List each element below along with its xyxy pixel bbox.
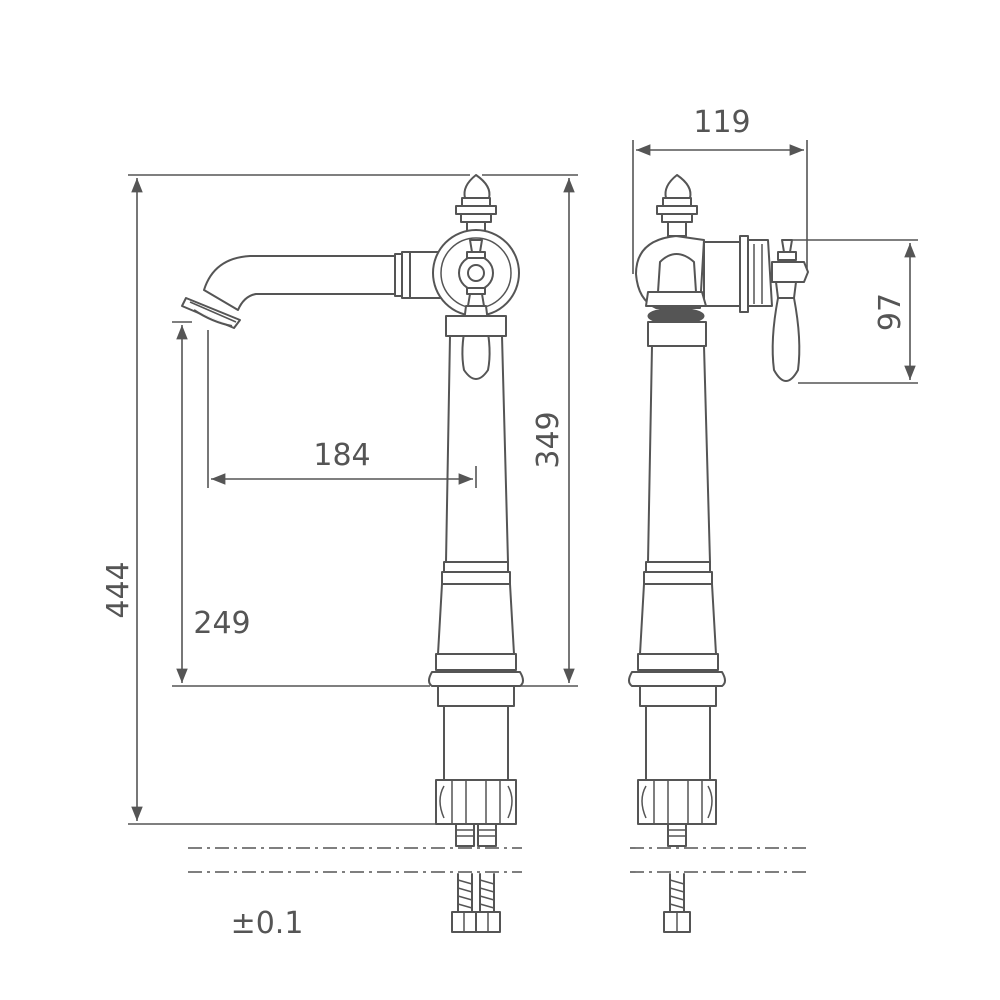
label-body-height: 349 [531, 411, 566, 468]
side-lever-handle [771, 239, 809, 382]
front-body-column [428, 315, 524, 781]
label-spout-height: 249 [193, 606, 250, 641]
front-countertop-lines [188, 847, 522, 873]
dimension-body-height [482, 174, 578, 687]
dimension-total-height [128, 174, 470, 825]
label-tolerance: ±0.1 [231, 906, 304, 941]
dimension-side-width [632, 140, 808, 274]
label-handle-height: 97 [873, 293, 908, 331]
front-finial [455, 174, 497, 237]
front-spout [181, 251, 441, 329]
side-supply-hose [663, 823, 691, 933]
dimension-spout-height [172, 321, 430, 687]
front-supply-hoses [451, 823, 501, 933]
label-total-height: 444 [101, 561, 136, 618]
dimension-spout-reach [207, 330, 477, 488]
front-valve-body [432, 229, 520, 317]
side-body-column [628, 321, 726, 781]
dimension-handle-height [790, 239, 918, 384]
side-countertop-lines [630, 847, 806, 873]
side-mounting-nut [637, 779, 717, 825]
label-side-width: 119 [693, 105, 750, 140]
side-valve-body [635, 235, 773, 325]
side-view [628, 140, 918, 933]
front-view [128, 174, 578, 933]
front-mounting-nut [435, 779, 517, 825]
side-finial [656, 174, 698, 237]
label-spout-reach: 184 [313, 438, 370, 473]
